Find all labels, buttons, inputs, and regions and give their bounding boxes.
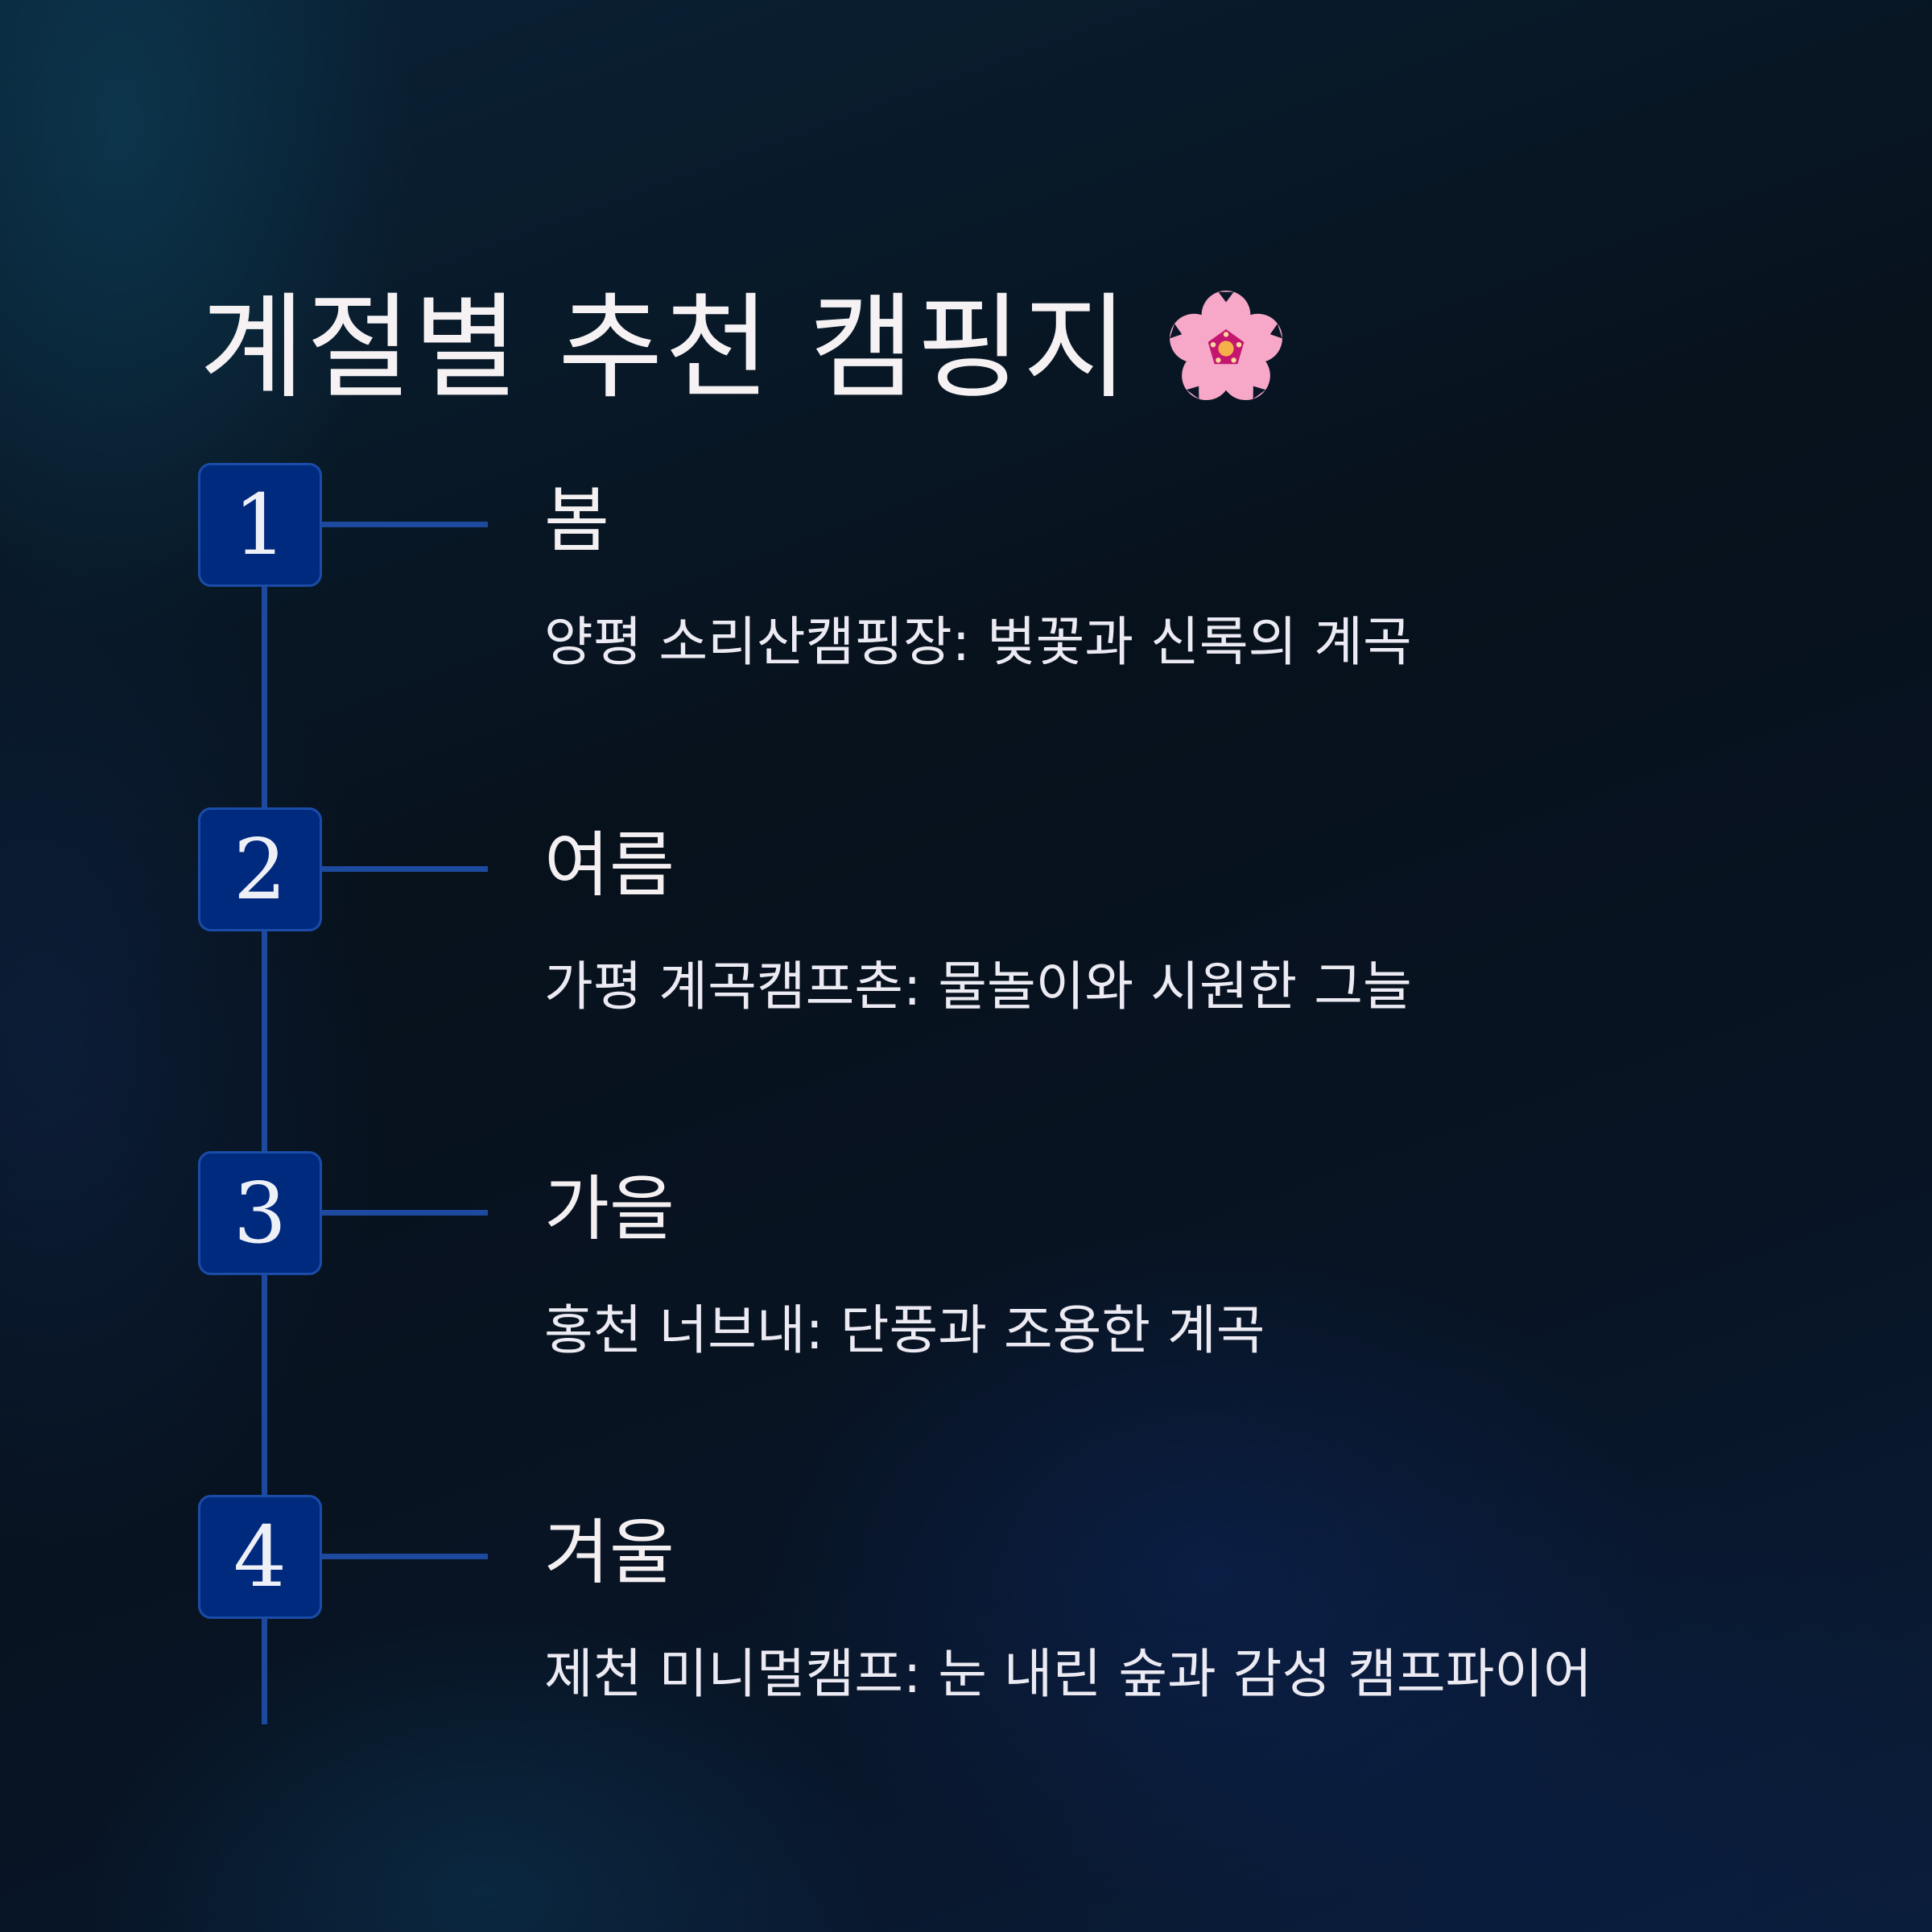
step-description: 가평 계곡캠프촌: 물놀이와 시원한 그늘	[544, 956, 1412, 1018]
timeline-step-winter: 4 겨울 제천 미니멀캠프: 눈 내린 숲과 감성 캠프파이어	[198, 1495, 1728, 1736]
step-number-badge: 2	[198, 807, 322, 931]
step-connector	[322, 866, 488, 872]
step-connector	[322, 1554, 488, 1559]
page-title: 계절별 추천 캠핑지	[200, 284, 1290, 413]
step-number-badge: 1	[198, 463, 322, 587]
step-description: 양평 소리산캠핑장: 벚꽃과 신록의 계곡	[544, 611, 1412, 673]
step-connector	[322, 522, 488, 527]
step-season-heading: 봄	[544, 479, 609, 562]
step-number-badge: 4	[198, 1495, 322, 1619]
step-description: 제천 미니멀캠프: 눈 내린 숲과 감성 캠프파이어	[544, 1643, 1592, 1705]
step-season-heading: 여름	[544, 824, 675, 906]
step-number-badge: 3	[198, 1151, 322, 1275]
timeline-line	[262, 555, 267, 1724]
step-season-heading: 가을	[544, 1167, 675, 1250]
timeline-step-spring: 1 봄 양평 소리산캠핑장: 벚꽃과 신록의 계곡	[198, 463, 1728, 704]
step-season-heading: 겨울	[544, 1511, 675, 1594]
step-connector	[322, 1210, 488, 1216]
step-description: 홍천 너브내: 단풍과 조용한 계곡	[544, 1299, 1265, 1361]
page-title-text: 계절별 추천 캠핑지	[200, 282, 1130, 415]
timeline-step-summer: 2 여름 가평 계곡캠프촌: 물놀이와 시원한 그늘	[198, 807, 1728, 1049]
timeline-step-autumn: 3 가을 홍천 너브내: 단풍과 조용한 계곡	[198, 1151, 1728, 1393]
cherry-blossom-icon	[1162, 284, 1290, 413]
